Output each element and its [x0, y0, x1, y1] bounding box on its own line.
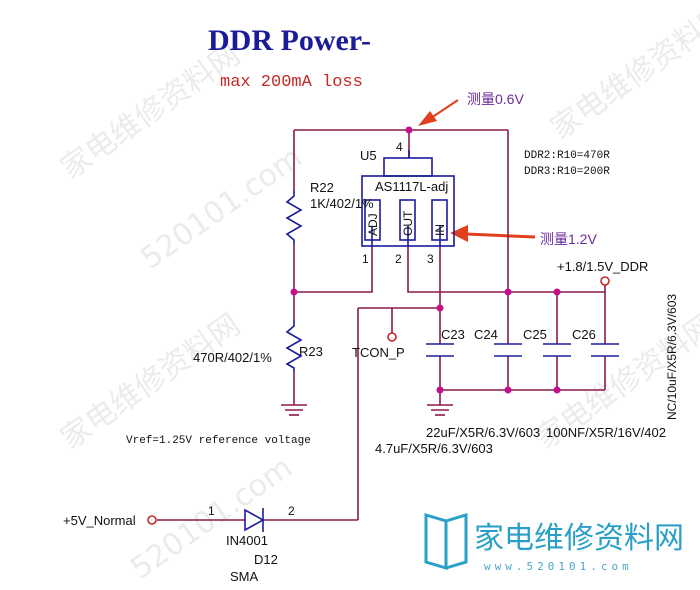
u5-pin1-num: 1 — [362, 252, 369, 266]
brand-name: 家电维修资料网 — [474, 521, 684, 556]
measure-top-note: 测量0.6V — [467, 91, 524, 107]
r23-value: 470R/402/1% — [193, 350, 272, 365]
tcon-label: TCON_P — [352, 345, 405, 360]
watermark-text: 家电维修资料网 — [55, 37, 247, 186]
r22-value: 1K/402/1% — [310, 196, 374, 211]
resistor-r23: R23 470R/402/1% — [193, 320, 323, 372]
output-net-connector — [600, 276, 610, 286]
c26-ref: C26 — [572, 327, 596, 342]
input-net-label: +5V_Normal — [63, 513, 136, 528]
resistor-r22: R22 1K/402/1% — [285, 180, 374, 245]
d12-part: IN4001 — [226, 533, 268, 548]
brand-logo: 家电维修资料网 www.520101.com — [424, 512, 684, 573]
junction-dot — [553, 288, 561, 296]
d12-ref: D12 — [254, 552, 278, 567]
junction-dot — [504, 288, 512, 296]
diagram-title: DDR Power- — [208, 24, 371, 57]
capacitor-c26: C26 — [572, 327, 619, 357]
arrow-pin3 — [450, 225, 536, 242]
output-net-label: +1.8/1.5V_DDR — [557, 259, 648, 274]
junction-dot — [290, 288, 298, 296]
book-icon — [424, 512, 468, 571]
ddr3-note: DDR3:R10=200R — [524, 166, 610, 178]
arrow-top — [418, 99, 459, 126]
vref-note: Vref=1.25V reference voltage — [126, 435, 311, 447]
c25-ref: C25 — [523, 327, 547, 342]
ddr2-note: DDR2:R10=470R — [524, 150, 610, 162]
ground-symbol-left — [281, 404, 307, 416]
u5-pin-out-label: OUT — [401, 210, 415, 236]
capacitor-c23: C23 — [426, 327, 465, 357]
c23-ref: C23 — [441, 327, 465, 342]
watermark: 家电维修资料网 家电维修资料网 家电维修资料网 家电维修资料网 520101.c… — [55, 0, 700, 587]
capacitor-c24: C24 — [474, 327, 522, 357]
watermark-url: 520101.com — [135, 140, 309, 277]
c25-value: 100NF/X5R/16V/402 — [546, 425, 666, 440]
junction-dot — [504, 386, 512, 394]
c24-value: 22uF/X5R/6.3V/603 — [426, 425, 540, 440]
capacitor-c25: C25 — [523, 327, 571, 357]
junctions — [290, 126, 561, 394]
diode-d12: 1 2 IN4001 D12 SMA — [208, 504, 295, 584]
d12-pin2-num: 2 — [288, 504, 295, 518]
tcon-connector — [387, 332, 397, 342]
u5-pin-in-label: IN — [433, 224, 447, 236]
regulator-u5: ADJ OUT IN U5 AS1117L-adj 1 2 3 4 — [360, 140, 455, 266]
c24-ref: C24 — [474, 327, 498, 342]
brand-url: www.520101.com — [484, 560, 633, 573]
u5-pin2-num: 2 — [395, 252, 402, 266]
junction-dot — [553, 386, 561, 394]
c23-value: 4.7uF/X5R/6.3V/603 — [375, 441, 493, 456]
c26-value: NC/10uF/X5R/6.3V/603 — [665, 294, 679, 420]
watermark-text: 家电维修资料网 — [545, 0, 700, 147]
measure-pin3-note: 测量1.2V — [540, 231, 597, 247]
u5-part: AS1117L-adj — [375, 179, 448, 194]
u5-pin3-num: 3 — [427, 252, 434, 266]
u5-ref: U5 — [360, 148, 377, 163]
input-net-connector — [147, 515, 157, 525]
junction-dot — [436, 304, 444, 312]
junction-dot — [405, 126, 413, 134]
r23-ref: R23 — [299, 344, 323, 359]
diagram-subtitle: max 200mA loss — [220, 73, 363, 92]
d12-package: SMA — [230, 569, 259, 584]
d12-pin1-num: 1 — [208, 504, 215, 518]
ground-symbol-caps — [427, 404, 453, 416]
junction-dot — [436, 386, 444, 394]
u5-pin4-num: 4 — [396, 140, 403, 154]
r22-ref: R22 — [310, 180, 334, 195]
wires — [157, 129, 606, 521]
u5-pin-adj-label: ADJ — [366, 213, 380, 236]
